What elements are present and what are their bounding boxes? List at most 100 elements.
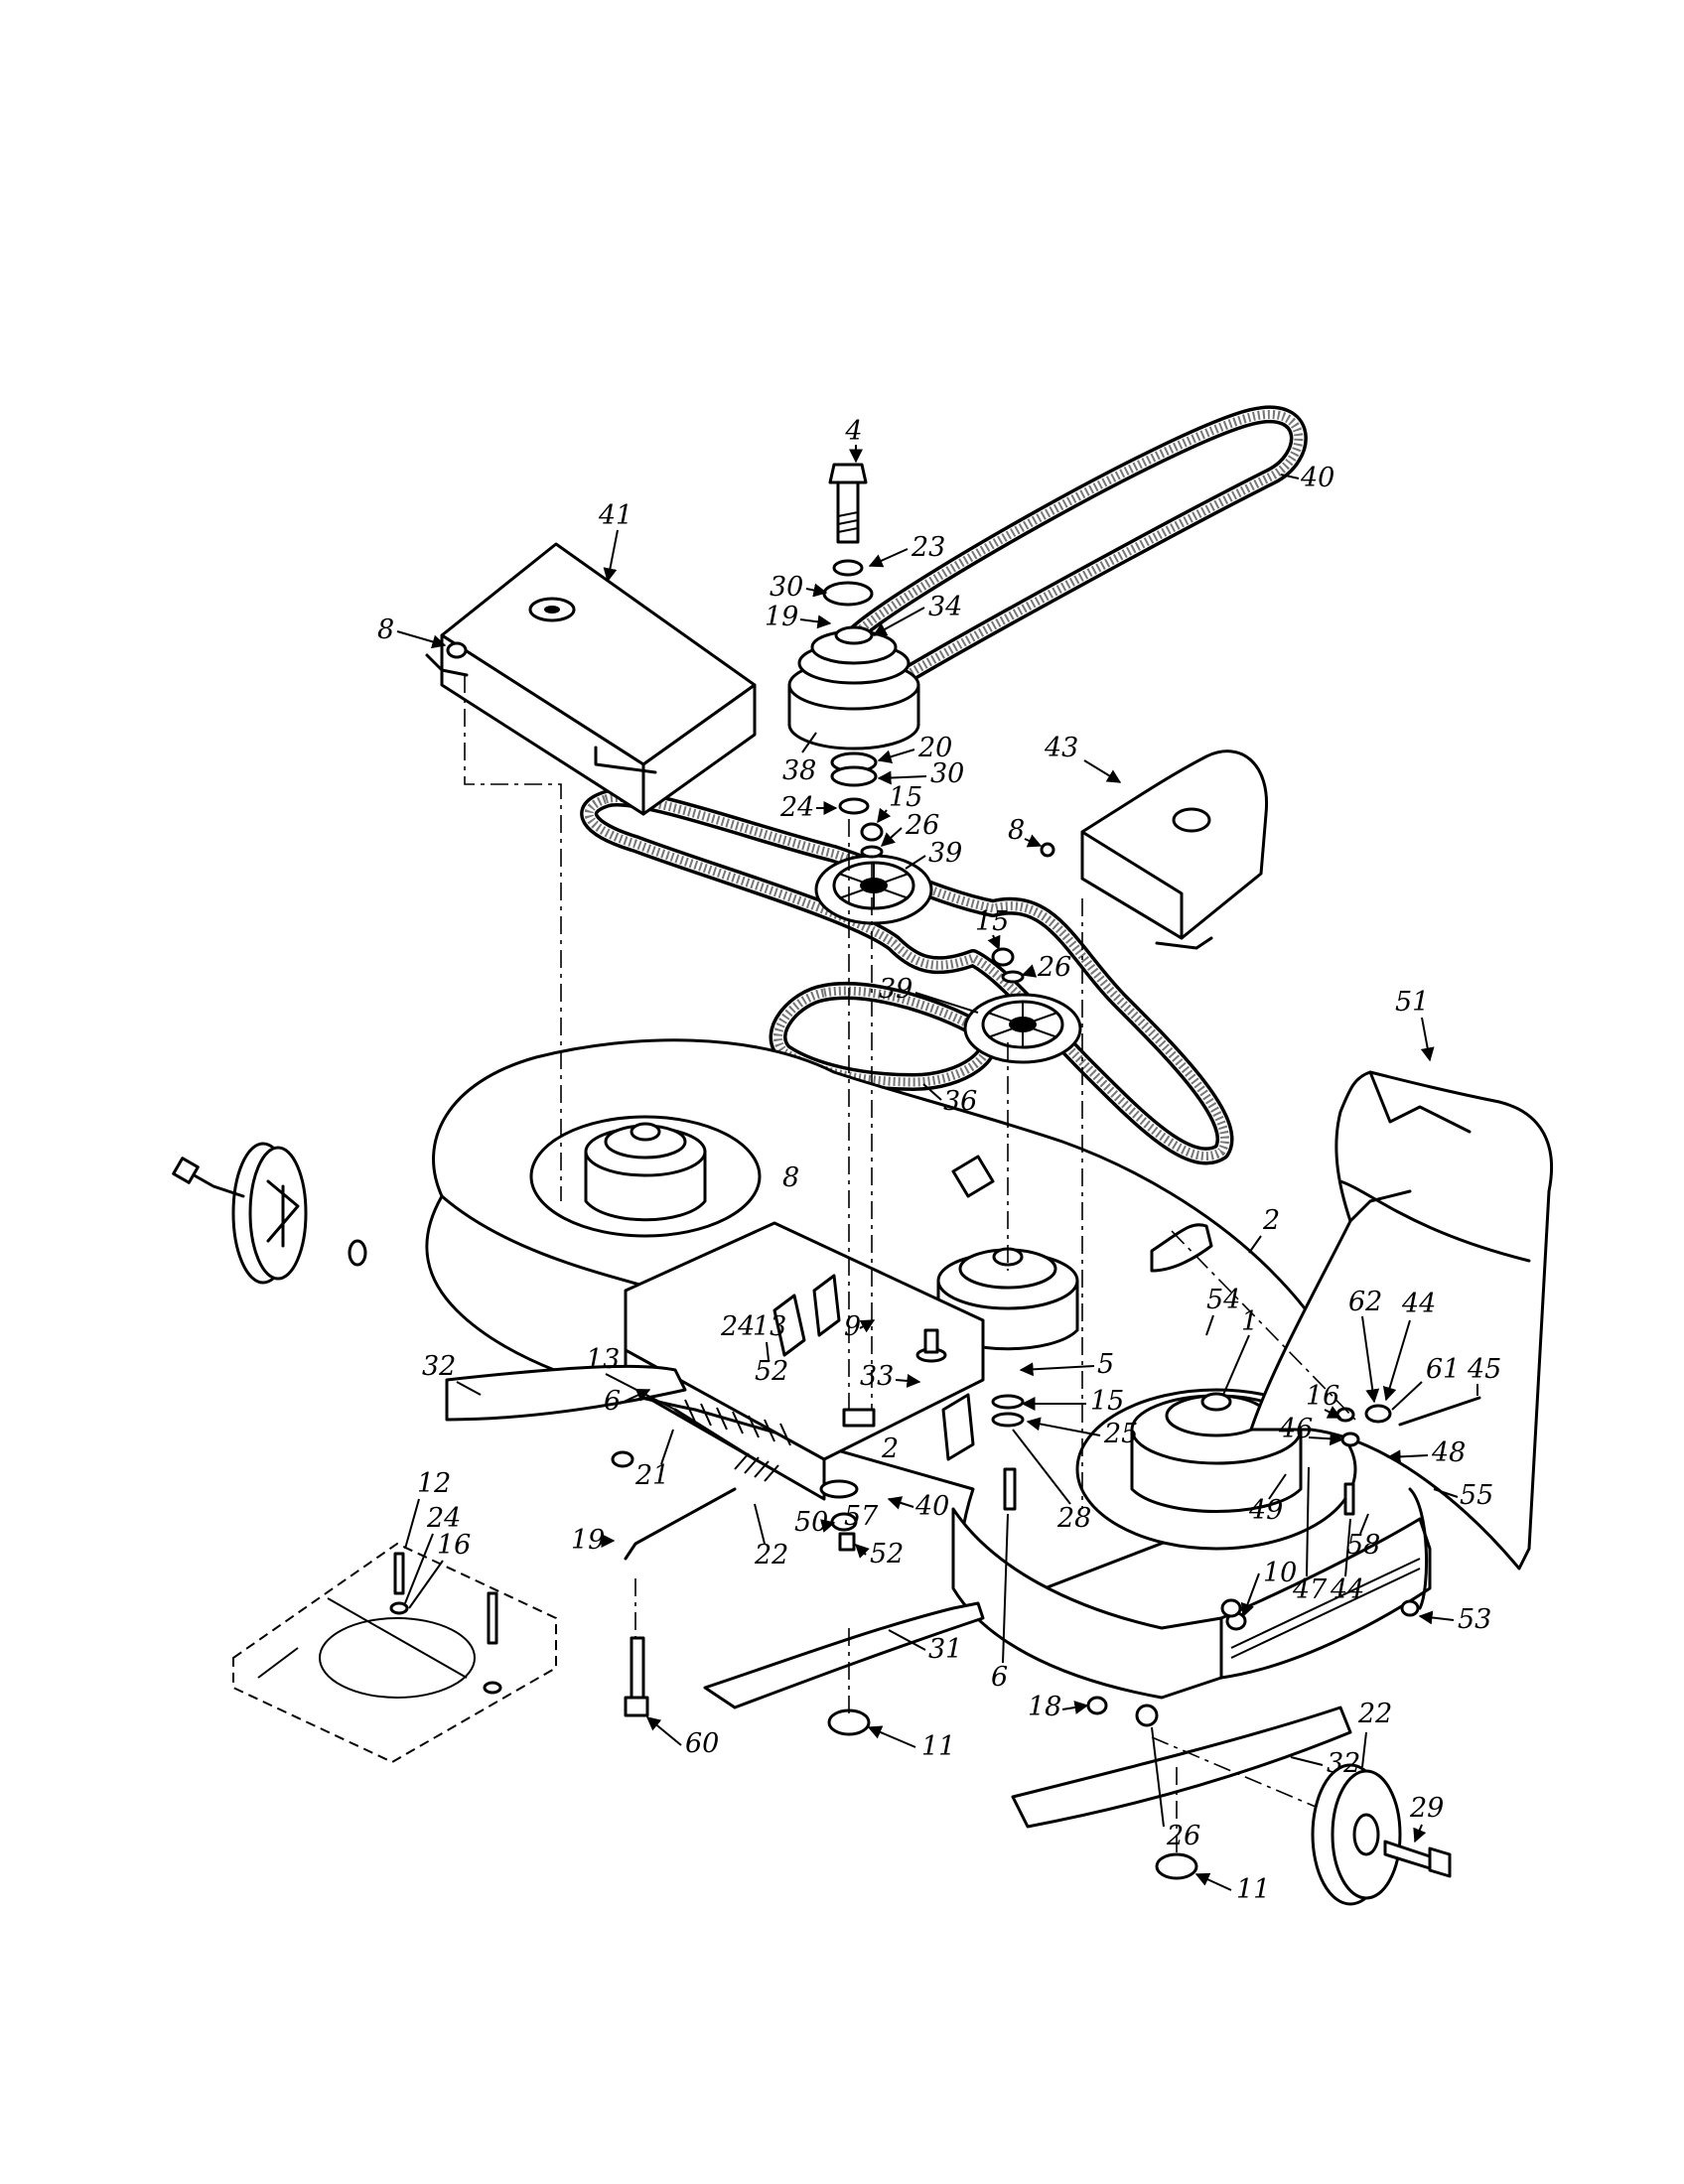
blade-32-right [1011,1706,1352,1829]
callout-28: 28 [1056,1503,1091,1534]
nut-15-upper [860,822,884,842]
callout-37: 40 [1300,463,1334,493]
callout-45: 45 [1467,1354,1501,1385]
belt-cover-41 [425,542,757,816]
belt-36 [769,982,998,1091]
callout-30: 30 [770,572,803,603]
callout-22: 22 [1357,1699,1392,1729]
callout-4: 6 [604,1386,621,1417]
spacer-30 [822,581,874,607]
callout-20: 21 [634,1460,669,1491]
callout-8-mid: 8 [782,1162,799,1193]
callout-61: 61 [1426,1354,1460,1385]
callout-11-right: 11 [1236,1874,1270,1905]
callout-39-lower: 39 [879,974,912,1005]
callout-8-top: 8 [377,614,394,645]
callout-24-left: 24 [426,1503,461,1534]
callout-47: 47 [1292,1574,1328,1605]
gauge-wheel-22 [1311,1763,1402,1906]
pulley-38 [787,625,920,751]
callout-13-top: 13 [586,1344,620,1375]
bolt-29 [1383,1840,1452,1878]
callout-26-upper: 26 [905,810,939,841]
callout-5: 5 [1097,1349,1114,1380]
callout-44-top: 44 [1401,1289,1436,1319]
callout-40: 40 [914,1491,949,1522]
callout-18: 19 [571,1525,605,1556]
callout-62: 62 [1348,1287,1382,1317]
callout-13-mid: 13 [753,1311,786,1342]
callout-58: 54 [1206,1285,1240,1315]
callout-10: 10 [1263,1558,1297,1588]
callout-3: 4 [844,416,862,447]
callout-49: 49 [1248,1495,1283,1526]
callout-8-right: 8 [1008,815,1025,846]
callout-19b: 20 [917,733,952,763]
pulley-cover-43 [1080,750,1269,950]
callout-12: 12 [417,1468,451,1499]
washer-23 [832,559,864,577]
callout-25: 25 [1103,1419,1138,1449]
callout-36: 36 [943,1086,977,1117]
callout-39-upper: 39 [928,838,962,869]
callout-38: 38 [782,755,816,786]
callout-19: 19 [765,602,798,632]
callout-24-mid: 24 [720,1311,755,1342]
gauge-wheel-left [172,1142,367,1285]
callout-55: 55 [1460,1480,1493,1511]
belt-37 [830,405,1308,708]
callout-15-lower: 15 [1090,1386,1124,1417]
deflector-55 [1219,1487,1432,1680]
callout-43: 43 [1044,733,1078,763]
alignment-lines [464,675,1356,1856]
washer-26-upper [860,845,884,859]
callout-48: 48 [1431,1437,1466,1468]
callout-23b: 24 [779,792,814,823]
callouts: 4 40 23 30 19 34 41 8 38 20 30 24 15 26 … [377,416,1501,1905]
callout-33: 33 [860,1361,894,1392]
idler-pulley-39-lower [963,993,1082,1064]
callout-15-upper: 15 [889,782,922,813]
callout-17: 18 [1028,1692,1061,1722]
washer-23b [838,797,870,815]
callout-46: 46 [1278,1414,1313,1444]
callout-2-mid: 2 [881,1433,899,1464]
callout-51: 52 [755,1356,788,1387]
callout-32-left: 32 [422,1351,456,1382]
idler-pulley-39-upper [814,854,933,925]
blade-32-left [445,1364,687,1422]
callout-52: 50 [794,1507,828,1538]
callout-30b: 30 [930,758,964,789]
callout-26-mid: 26 [1037,952,1071,983]
rod-45 [1398,1396,1481,1427]
spacer-30b [830,765,878,787]
nut-15-mid [991,947,1015,967]
callout-59: 58 [1346,1530,1380,1561]
callout-6: 6 [991,1662,1008,1693]
callout-15-mid: 15 [975,906,1009,937]
callout-53: 52 [870,1539,904,1570]
callout-16-right: 16 [1306,1381,1339,1412]
blade-31-center [703,1601,985,1709]
callout-32-right: 32 [1327,1748,1360,1779]
callout-23: 23 [911,532,945,563]
callout-57: 57 [844,1501,879,1532]
callout-41: 41 [598,500,632,531]
hardware [446,641,1420,1880]
callout-54: 53 [1458,1604,1491,1635]
callout-16-left: 16 [437,1530,471,1561]
callout-9: 9 [844,1311,861,1342]
bolt-3 [828,463,868,544]
stud-60 [624,1636,649,1717]
callout-2-top: 2 [1262,1205,1280,1236]
callout-44-bottom: 44 [1330,1574,1364,1605]
callout-50: 51 [1395,987,1429,1018]
callout-34: 34 [928,592,962,622]
washer-26-mid [1001,970,1025,984]
callout-1: 1 [1241,1306,1258,1337]
callout-21: 22 [754,1540,788,1570]
callout-11-center: 11 [921,1731,955,1762]
callout-26-right: 26 [1166,1821,1200,1851]
spring-20 [673,1399,791,1461]
